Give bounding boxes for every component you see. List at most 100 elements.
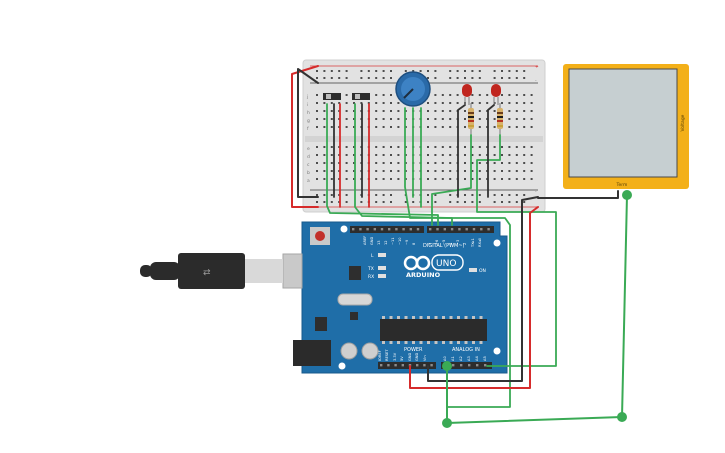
hole — [523, 146, 526, 148]
hole — [508, 110, 511, 112]
hole — [345, 178, 348, 180]
hole — [375, 170, 378, 172]
hole — [375, 126, 378, 128]
hole — [464, 110, 466, 112]
hole — [460, 364, 463, 367]
led-1[interactable] — [462, 84, 472, 105]
wire-red-right-rail[interactable] — [409, 206, 539, 389]
wire-pot-green-left[interactable] — [404, 107, 511, 408]
hole — [427, 102, 429, 104]
row-letter: d — [307, 154, 310, 160]
hole — [412, 341, 415, 344]
hole — [323, 70, 326, 72]
wire-red-left-rail[interactable] — [291, 65, 319, 208]
hole — [464, 118, 466, 120]
analog-header — [441, 362, 492, 369]
hole — [457, 341, 460, 344]
hole — [471, 154, 474, 156]
resistor-1[interactable] — [468, 103, 474, 135]
hole — [382, 146, 385, 148]
hole — [427, 118, 429, 120]
hole — [501, 178, 503, 180]
hole — [345, 146, 348, 148]
hole — [441, 102, 444, 104]
hole — [464, 178, 466, 180]
wire-led2-green[interactable] — [476, 134, 557, 367]
hole — [382, 162, 385, 164]
hole — [449, 341, 453, 344]
wire-black-left-rail[interactable] — [297, 68, 319, 198]
hole — [478, 110, 481, 112]
wire-display-green[interactable] — [446, 194, 628, 424]
mounting-hole — [493, 347, 501, 355]
hole — [486, 94, 489, 96]
led-2[interactable] — [491, 84, 501, 105]
potentiometer-wiper — [403, 88, 414, 99]
wire-junction[interactable] — [617, 412, 627, 422]
wire-led1-green[interactable] — [431, 134, 472, 226]
wire-black-right-rail[interactable] — [427, 196, 539, 382]
hole — [367, 102, 370, 104]
hole — [397, 146, 400, 148]
arduino-uno[interactable]: ⇄ ARDUINO UNO DIGITAL (PWM~) POWER ANALO… — [140, 221, 508, 374]
hole — [501, 162, 503, 164]
wire-junction[interactable] — [442, 418, 452, 428]
wire-led2-black[interactable] — [487, 104, 495, 198]
row-letter: i — [307, 102, 308, 108]
hole — [316, 126, 318, 128]
hole — [472, 228, 476, 231]
hole — [434, 170, 437, 172]
hole — [501, 154, 503, 156]
potentiometer[interactable] — [395, 71, 431, 107]
digital-header-label: DIGITAL (PWM~) — [423, 243, 465, 249]
hole — [472, 341, 475, 344]
hole — [382, 70, 385, 72]
resistor-2[interactable] — [497, 103, 503, 135]
hole — [345, 102, 348, 104]
hole — [443, 228, 446, 231]
hole — [353, 126, 355, 128]
l-label: L — [371, 253, 374, 259]
usb-plug-body[interactable] — [178, 253, 245, 289]
hole — [450, 228, 454, 231]
hole — [508, 77, 511, 79]
power-pin-label: GND — [415, 353, 419, 361]
hole — [382, 118, 385, 120]
hole — [456, 94, 459, 96]
usb-plug-metal — [245, 259, 283, 283]
hole — [345, 162, 348, 164]
voltage-display[interactable]: Voltage Term — [563, 64, 689, 189]
hole — [360, 201, 363, 203]
hole — [508, 170, 511, 172]
hole — [390, 178, 392, 180]
aref-pin-label: AREF — [363, 236, 367, 245]
hole — [434, 70, 437, 72]
hole — [471, 94, 474, 96]
slide-switch-2[interactable] — [352, 93, 370, 100]
hole — [471, 178, 474, 180]
hole — [457, 316, 460, 319]
hole — [390, 194, 392, 196]
hole — [404, 341, 408, 344]
row-letter: a — [307, 179, 310, 184]
wire-junction[interactable] — [442, 361, 452, 371]
wire-display-black[interactable] — [537, 190, 619, 199]
hole — [523, 170, 526, 172]
hole — [345, 94, 348, 96]
wire-switch2-green[interactable] — [354, 103, 453, 226]
hole — [434, 154, 437, 156]
hole — [441, 110, 444, 112]
wire-junction[interactable] — [622, 190, 632, 200]
power-header-label: POWER — [404, 347, 423, 353]
usb-cable-end — [140, 265, 152, 277]
hole — [434, 118, 437, 120]
reset-button-cap[interactable] — [315, 231, 325, 241]
hole — [449, 110, 452, 112]
hole — [515, 94, 518, 96]
slide-switch-1[interactable] — [323, 93, 341, 100]
hole — [456, 70, 459, 72]
hole — [316, 110, 318, 112]
wire-led1-black[interactable] — [457, 104, 466, 198]
hole — [515, 170, 518, 172]
hole — [471, 70, 474, 72]
